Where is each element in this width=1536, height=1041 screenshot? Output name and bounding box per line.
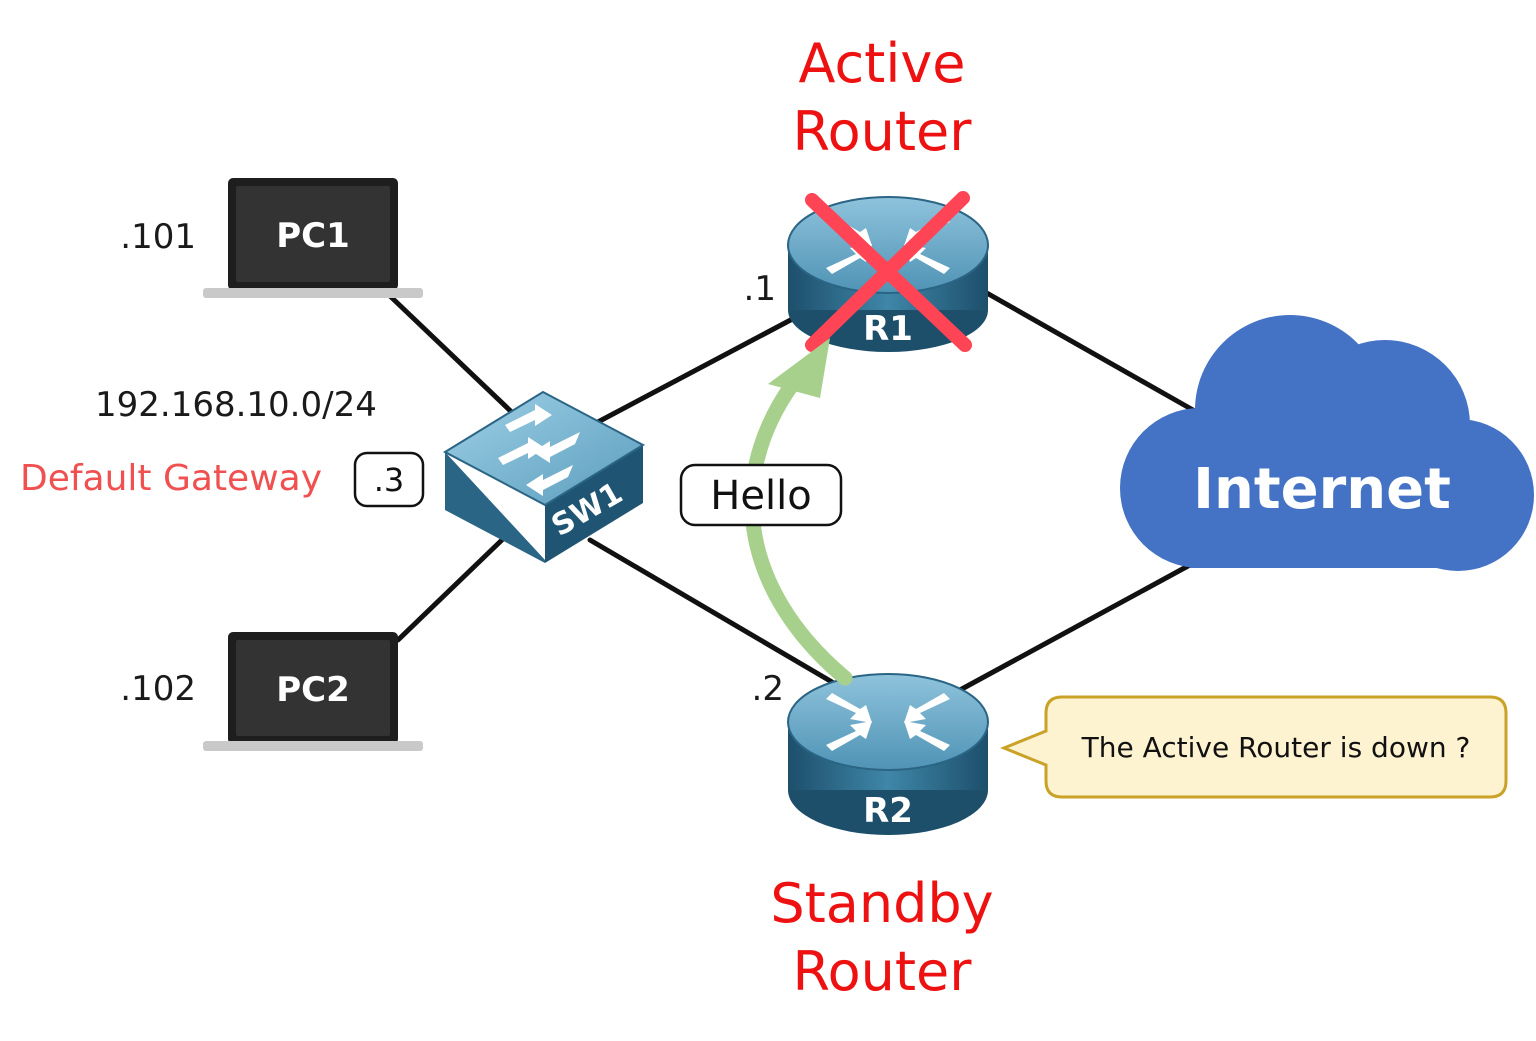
r2-router-icon[interactable]: R2 — [787, 673, 989, 835]
standby-role-label-line1: Standby — [770, 872, 993, 935]
subnet-label: 192.168.10.0/24 — [95, 385, 377, 425]
standby-role-label-line2: Router — [793, 940, 973, 1003]
link-r2-internet — [957, 563, 1191, 693]
hello-message-bubble: Hello — [679, 463, 843, 527]
hello-arrow-icon — [744, 338, 853, 686]
link-sw1-r1 — [593, 312, 803, 426]
r2-name: R2 — [863, 791, 913, 831]
r1-name: R1 — [863, 309, 913, 349]
r1-ip: .1 — [744, 269, 776, 309]
default-gateway-ip: .3 — [374, 461, 405, 499]
active-role-label-line1: Active — [798, 32, 965, 95]
default-gateway-badge: .3 — [353, 451, 425, 508]
r2-thought-callout: The Active Router is down ? — [1000, 695, 1508, 799]
link-pc2-sw1 — [395, 534, 508, 643]
link-r1-internet — [982, 289, 1203, 417]
default-gateway-label: Default Gateway — [20, 458, 322, 499]
pc1-name: PC1 — [276, 216, 350, 256]
sw1-switch-icon[interactable]: SW1 — [442, 390, 646, 563]
hello-message-text: Hello — [710, 473, 811, 519]
pc2-laptop-icon[interactable]: PC2 — [203, 632, 423, 751]
r1-failure-cross-icon — [805, 191, 972, 352]
r2-ip: .2 — [752, 669, 784, 709]
pc1-ip: .101 — [120, 217, 196, 257]
link-sw1-r2 — [587, 537, 835, 685]
internet-cloud-icon[interactable]: Internet — [1120, 315, 1534, 571]
active-role-label-line2: Router — [793, 100, 973, 163]
callout-text: The Active Router is down ? — [1081, 731, 1471, 764]
pc1-laptop-icon[interactable]: PC1 — [203, 178, 423, 298]
cable-links — [387, 289, 1203, 693]
pc2-ip: .102 — [120, 669, 196, 709]
pc2-name: PC2 — [276, 670, 350, 710]
link-pc1-sw1 — [387, 293, 523, 423]
internet-name: Internet — [1193, 457, 1451, 522]
